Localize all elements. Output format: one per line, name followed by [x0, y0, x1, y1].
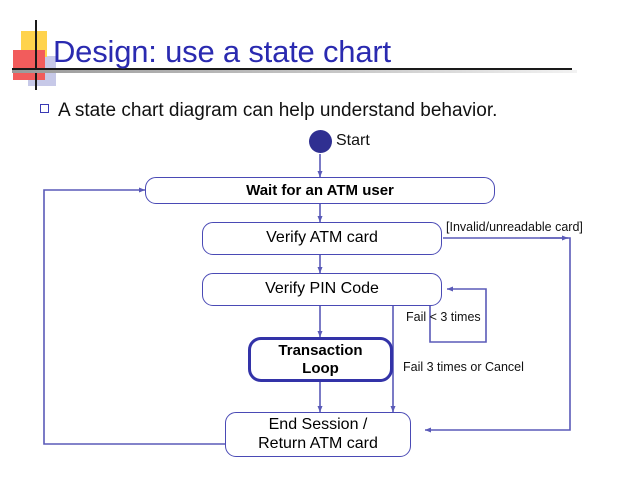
annotation-fail-3-or-cancel: Fail 3 times or Cancel	[403, 360, 524, 374]
decor-red-square-icon	[13, 50, 45, 80]
bullet-item: A state chart diagram can help understan…	[40, 100, 497, 122]
page-title: Design: use a state chart	[53, 34, 391, 69]
annotation-invalid-card: [Invalid/unreadable card]	[446, 220, 583, 234]
bullet-item-label: A state chart diagram can help understan…	[58, 100, 498, 121]
start-state-node[interactable]	[309, 130, 332, 153]
state-node-verify-pin-code[interactable]: Verify PIN Code	[202, 273, 442, 306]
start-state-label: Start	[336, 132, 370, 149]
annotation-fail-less-than-3: Fail < 3 times	[406, 310, 481, 324]
decor-vertical-rule-icon	[35, 20, 37, 90]
state-node-wait[interactable]: Wait for an ATM user	[145, 177, 495, 204]
state-node-end-session[interactable]: End Session / Return ATM card	[225, 412, 411, 457]
decor-horizontal-rule-icon	[12, 68, 572, 70]
state-node-transaction-loop[interactable]: Transaction Loop	[248, 337, 393, 382]
state-node-verify-atm-card[interactable]: Verify ATM card	[202, 222, 442, 255]
hollow-square-bullet-icon	[40, 104, 49, 113]
title-underline	[12, 70, 577, 73]
